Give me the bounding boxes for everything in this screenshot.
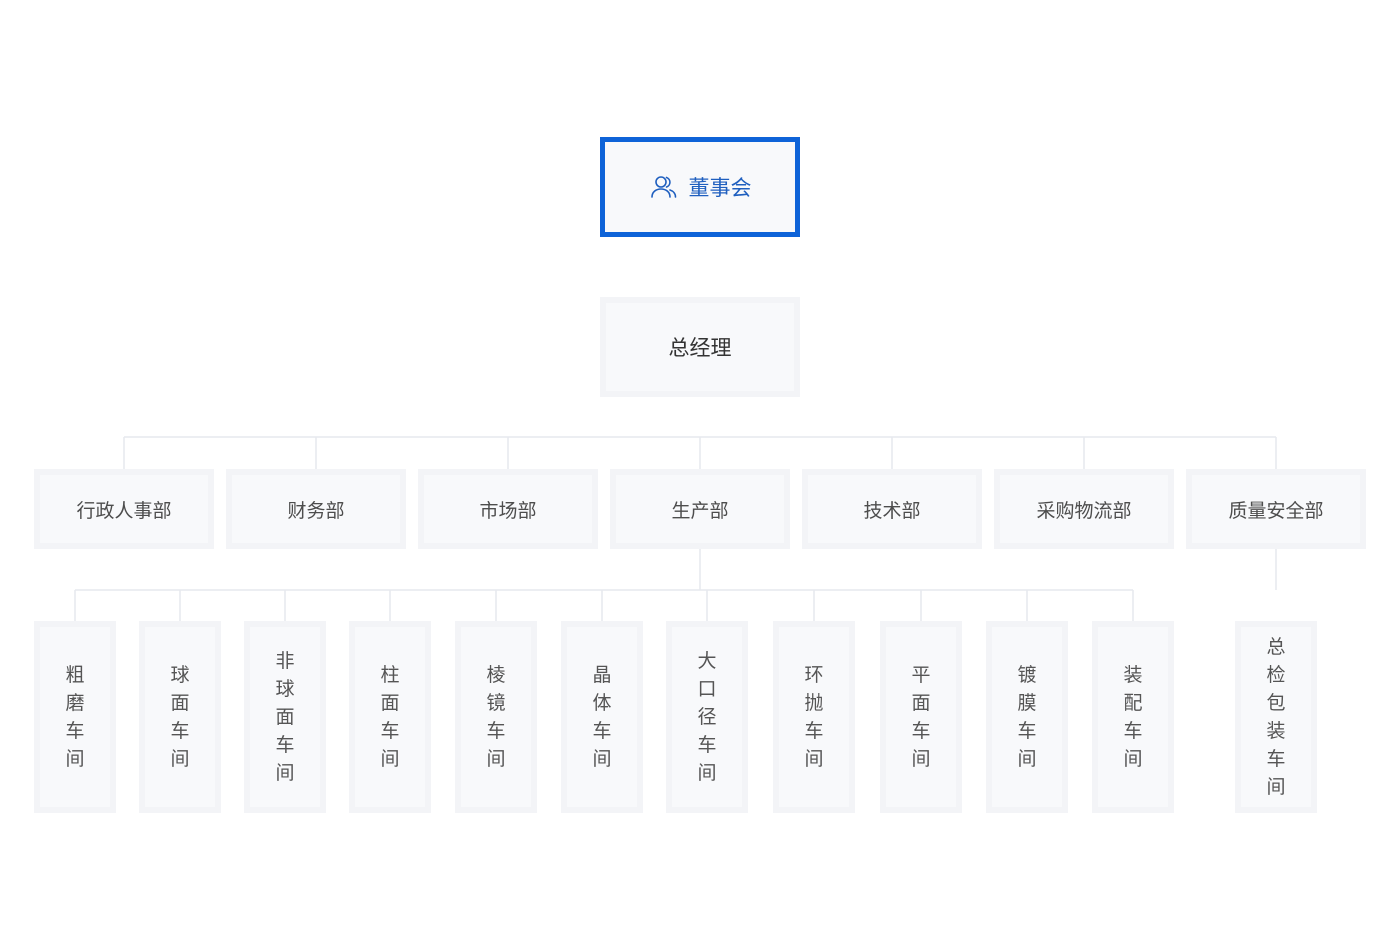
workshop-label-char: 装: [1123, 664, 1143, 686]
department-node[interactable]: 市场部: [418, 469, 598, 549]
department-node[interactable]: 财务部: [226, 469, 406, 549]
department-node[interactable]: 采购物流部: [994, 469, 1174, 549]
workshop-node[interactable]: 镀膜车间: [986, 621, 1068, 813]
workshop-label-char: 体: [592, 692, 612, 714]
workshop-label-char: 平: [911, 664, 931, 686]
workshop-label-char: 棱: [486, 664, 506, 686]
general-manager-label: 总经理: [668, 336, 732, 360]
department-label: 市场部: [479, 499, 537, 522]
workshop-label-char: 面: [275, 706, 295, 728]
department-label: 采购物流部: [1036, 499, 1132, 522]
workshop-label: 柱面车间: [380, 661, 399, 773]
workshop-node[interactable]: 粗磨车间: [34, 621, 116, 813]
workshop-label: 非球面车间: [275, 647, 294, 787]
workshop-label-char: 车: [697, 734, 717, 756]
workshop-node[interactable]: 装配车间: [1092, 621, 1174, 813]
workshop-label-char: 间: [1123, 748, 1143, 770]
workshop-label-char: 装: [1266, 720, 1286, 742]
workshop-node[interactable]: 平面车间: [880, 621, 962, 813]
workshop-label: 平面车间: [911, 661, 930, 773]
department-label: 生产部: [671, 499, 729, 522]
workshop-label-char: 间: [380, 748, 400, 770]
department-node[interactable]: 行政人事部: [34, 469, 214, 549]
workshop-node[interactable]: 柱面车间: [349, 621, 431, 813]
workshop-label-char: 检: [1266, 664, 1286, 686]
workshop-label-char: 总: [1266, 636, 1286, 658]
workshop-label: 镀膜车间: [1017, 661, 1036, 773]
workshop-label-char: 车: [486, 720, 506, 742]
workshop-label: 大口径车间: [697, 647, 716, 787]
workshop-label-char: 车: [592, 720, 612, 742]
workshop-label: 棱镜车间: [486, 661, 505, 773]
workshop-label-char: 车: [275, 734, 295, 756]
workshop-label-char: 间: [486, 748, 506, 770]
workshop-label-char: 间: [65, 748, 85, 770]
workshop-label-char: 径: [697, 706, 717, 728]
workshop-label-char: 面: [380, 692, 400, 714]
department-label: 行政人事部: [76, 499, 172, 522]
workshop-node[interactable]: 棱镜车间: [455, 621, 537, 813]
workshop-label-char: 间: [1017, 748, 1037, 770]
workshop-label-char: 晶: [592, 664, 612, 686]
general-manager-node[interactable]: 总经理: [600, 297, 800, 397]
connector-line-group: [74, 436, 1277, 621]
workshop-label-char: 口: [697, 678, 717, 700]
workshop-label-char: 镜: [486, 692, 506, 714]
workshop-label-char: 车: [65, 720, 85, 742]
board-label: 董事会: [688, 176, 752, 200]
workshop-label-char: 球: [275, 678, 295, 700]
workshop-label-char: 面: [170, 692, 190, 714]
workshop-node[interactable]: 非球面车间: [244, 621, 326, 813]
workshop-label-char: 间: [1266, 776, 1286, 798]
department-node[interactable]: 技术部: [802, 469, 982, 549]
workshop-label-char: 车: [1123, 720, 1143, 742]
workshop-label: 粗磨车间: [65, 661, 84, 773]
workshop-label-char: 间: [911, 748, 931, 770]
workshop-label-char: 车: [804, 720, 824, 742]
department-node[interactable]: 质量安全部: [1186, 469, 1366, 549]
workshop-label-char: 间: [697, 762, 717, 784]
department-label: 财务部: [287, 499, 345, 522]
workshop-label-char: 磨: [65, 692, 85, 714]
workshop-label-char: 抛: [804, 692, 824, 714]
department-label: 技术部: [863, 499, 921, 522]
workshop-label-char: 球: [170, 664, 190, 686]
workshop-label-char: 配: [1123, 692, 1143, 714]
workshop-label-char: 间: [804, 748, 824, 770]
workshop-label-char: 车: [1266, 748, 1286, 770]
workshop-label-char: 柱: [380, 664, 400, 686]
workshop-node[interactable]: 晶体车间: [561, 621, 643, 813]
workshop-label-char: 环: [804, 664, 824, 686]
workshop-label-char: 膜: [1017, 692, 1037, 714]
workshop-label-char: 车: [911, 720, 931, 742]
workshop-label-char: 面: [911, 692, 931, 714]
workshop-label: 总检包装车间: [1266, 633, 1285, 801]
workshop-label: 球面车间: [170, 661, 189, 773]
workshop-node[interactable]: 大口径车间: [666, 621, 748, 813]
workshop-node[interactable]: 球面车间: [139, 621, 221, 813]
workshop-label-char: 粗: [65, 664, 85, 686]
workshop-label-char: 车: [1017, 720, 1037, 742]
workshop-label-char: 间: [592, 748, 612, 770]
workshop-label-char: 非: [275, 650, 295, 672]
users-icon: [649, 172, 679, 202]
workshop-label-char: 车: [170, 720, 190, 742]
workshop-label-char: 间: [275, 762, 295, 784]
workshop-label-char: 镀: [1017, 664, 1037, 686]
workshop-node[interactable]: 环抛车间: [773, 621, 855, 813]
workshop-label-char: 间: [170, 748, 190, 770]
workshop-label: 装配车间: [1123, 661, 1142, 773]
board-node[interactable]: 董事会: [600, 137, 800, 237]
workshop-label: 晶体车间: [592, 661, 611, 773]
department-node[interactable]: 生产部: [610, 469, 790, 549]
workshop-label-char: 包: [1266, 692, 1286, 714]
workshop-label: 环抛车间: [804, 661, 823, 773]
workshop-label-char: 大: [697, 650, 717, 672]
workshop-node[interactable]: 总检包装车间: [1235, 621, 1317, 813]
workshop-label-char: 车: [380, 720, 400, 742]
department-label: 质量安全部: [1228, 499, 1324, 522]
